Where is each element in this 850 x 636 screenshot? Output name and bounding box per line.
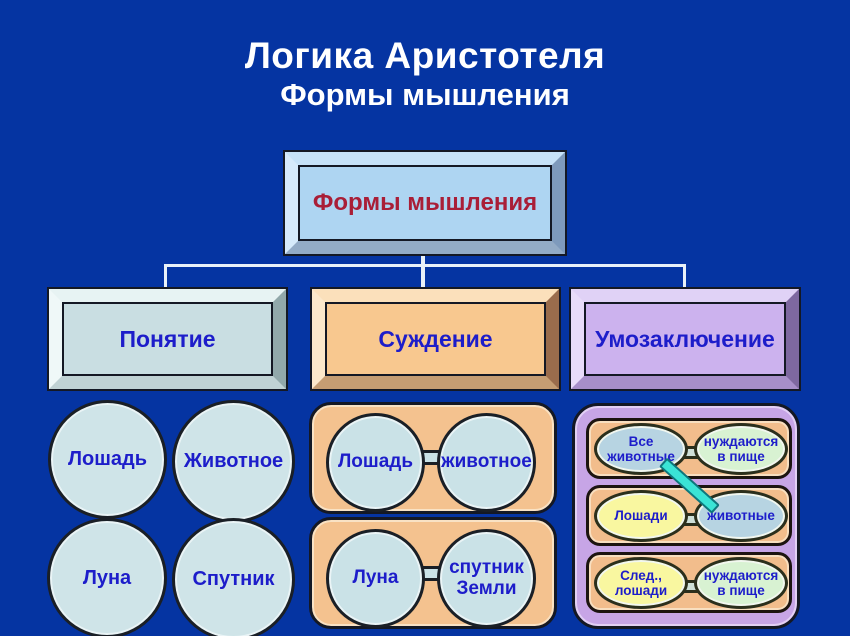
- major-premise-predicate-ellipse: нуждаются в пище: [694, 423, 788, 475]
- connector-drop-right: [683, 264, 686, 288]
- root-box-forms-of-thinking: Формы мышления: [283, 150, 567, 256]
- concept-circle-horse-label: Лошадь: [67, 448, 148, 470]
- branch-box-concept: Понятие: [47, 287, 288, 391]
- branch-box-concept-bevel: Понятие: [49, 289, 286, 389]
- root-box-label: Формы мышления: [298, 165, 552, 241]
- judgement-1-subject-label: Лошадь: [337, 451, 414, 473]
- judgement-2-subject-circle: Луна: [326, 529, 425, 628]
- conclusion-row-inference: След., лошади нуждаются в пище: [586, 552, 792, 613]
- branch-box-conclusion-bevel: Умозаключение: [571, 289, 799, 389]
- judgement-2-subject-label: Луна: [352, 567, 399, 589]
- slide-title: Логика Аристотеля Формы мышления: [0, 35, 850, 112]
- judgement-group-2: Луна спутник Земли: [309, 517, 557, 629]
- inference-subject-ellipse: След., лошади: [594, 557, 688, 609]
- connector-root-stub: [421, 250, 425, 266]
- concept-circle-horse: Лошадь: [48, 400, 167, 519]
- concept-circle-animal-label: Животное: [183, 450, 284, 472]
- minor-premise-predicate-ellipse: животные: [694, 490, 788, 542]
- title-line-2: Формы мышления: [280, 76, 570, 112]
- branch-box-judgement: Суждение: [310, 287, 561, 391]
- branch-box-judgement-label: Суждение: [325, 302, 546, 376]
- judgement-group-1: Лошадь животное: [309, 402, 557, 514]
- connector-drop-left: [164, 264, 167, 288]
- concept-circle-animal: Животное: [172, 400, 295, 523]
- connector-horizontal: [164, 264, 686, 267]
- judgement-2-predicate-circle: спутник Земли: [437, 529, 536, 628]
- concept-circle-satellite: Спутник: [172, 518, 295, 636]
- branch-box-conclusion: Умозаключение: [569, 287, 801, 391]
- concept-circle-moon: Луна: [47, 518, 167, 636]
- conclusion-row-major-premise: Все животные нуждаются в пище: [586, 418, 792, 479]
- inference-subject-label: След., лошади: [614, 567, 668, 598]
- judgement-2-predicate-label: спутник Земли: [449, 556, 524, 599]
- concept-circle-moon-label: Луна: [82, 566, 132, 589]
- judgement-1-predicate-label: животное: [441, 451, 532, 473]
- root-box-bevel: Формы мышления: [285, 152, 565, 254]
- concept-circle-satellite-label: Спутник: [192, 568, 275, 590]
- judgement-1-predicate-circle: животное: [437, 413, 536, 512]
- branch-box-judgement-bevel: Суждение: [312, 289, 559, 389]
- branch-box-conclusion-label: Умозаключение: [584, 302, 786, 376]
- inference-predicate-label: нуждаются в пище: [703, 567, 779, 598]
- inference-predicate-ellipse: нуждаются в пище: [694, 557, 788, 609]
- major-premise-subject-label: Все животные: [607, 433, 675, 464]
- title-line-1: Логика Аристотеля: [244, 35, 606, 76]
- conclusion-panel: Все животные нуждаются в пище Лошади жив…: [572, 403, 800, 629]
- major-premise-predicate-label: нуждаются в пище: [703, 433, 779, 464]
- branch-box-concept-label: Понятие: [62, 302, 273, 376]
- minor-premise-subject-label: Лошади: [614, 508, 668, 524]
- connector-drop-center: [421, 264, 425, 288]
- judgement-1-subject-circle: Лошадь: [326, 413, 425, 512]
- minor-premise-predicate-label: животные: [707, 508, 775, 524]
- minor-premise-subject-ellipse: Лошади: [594, 490, 688, 542]
